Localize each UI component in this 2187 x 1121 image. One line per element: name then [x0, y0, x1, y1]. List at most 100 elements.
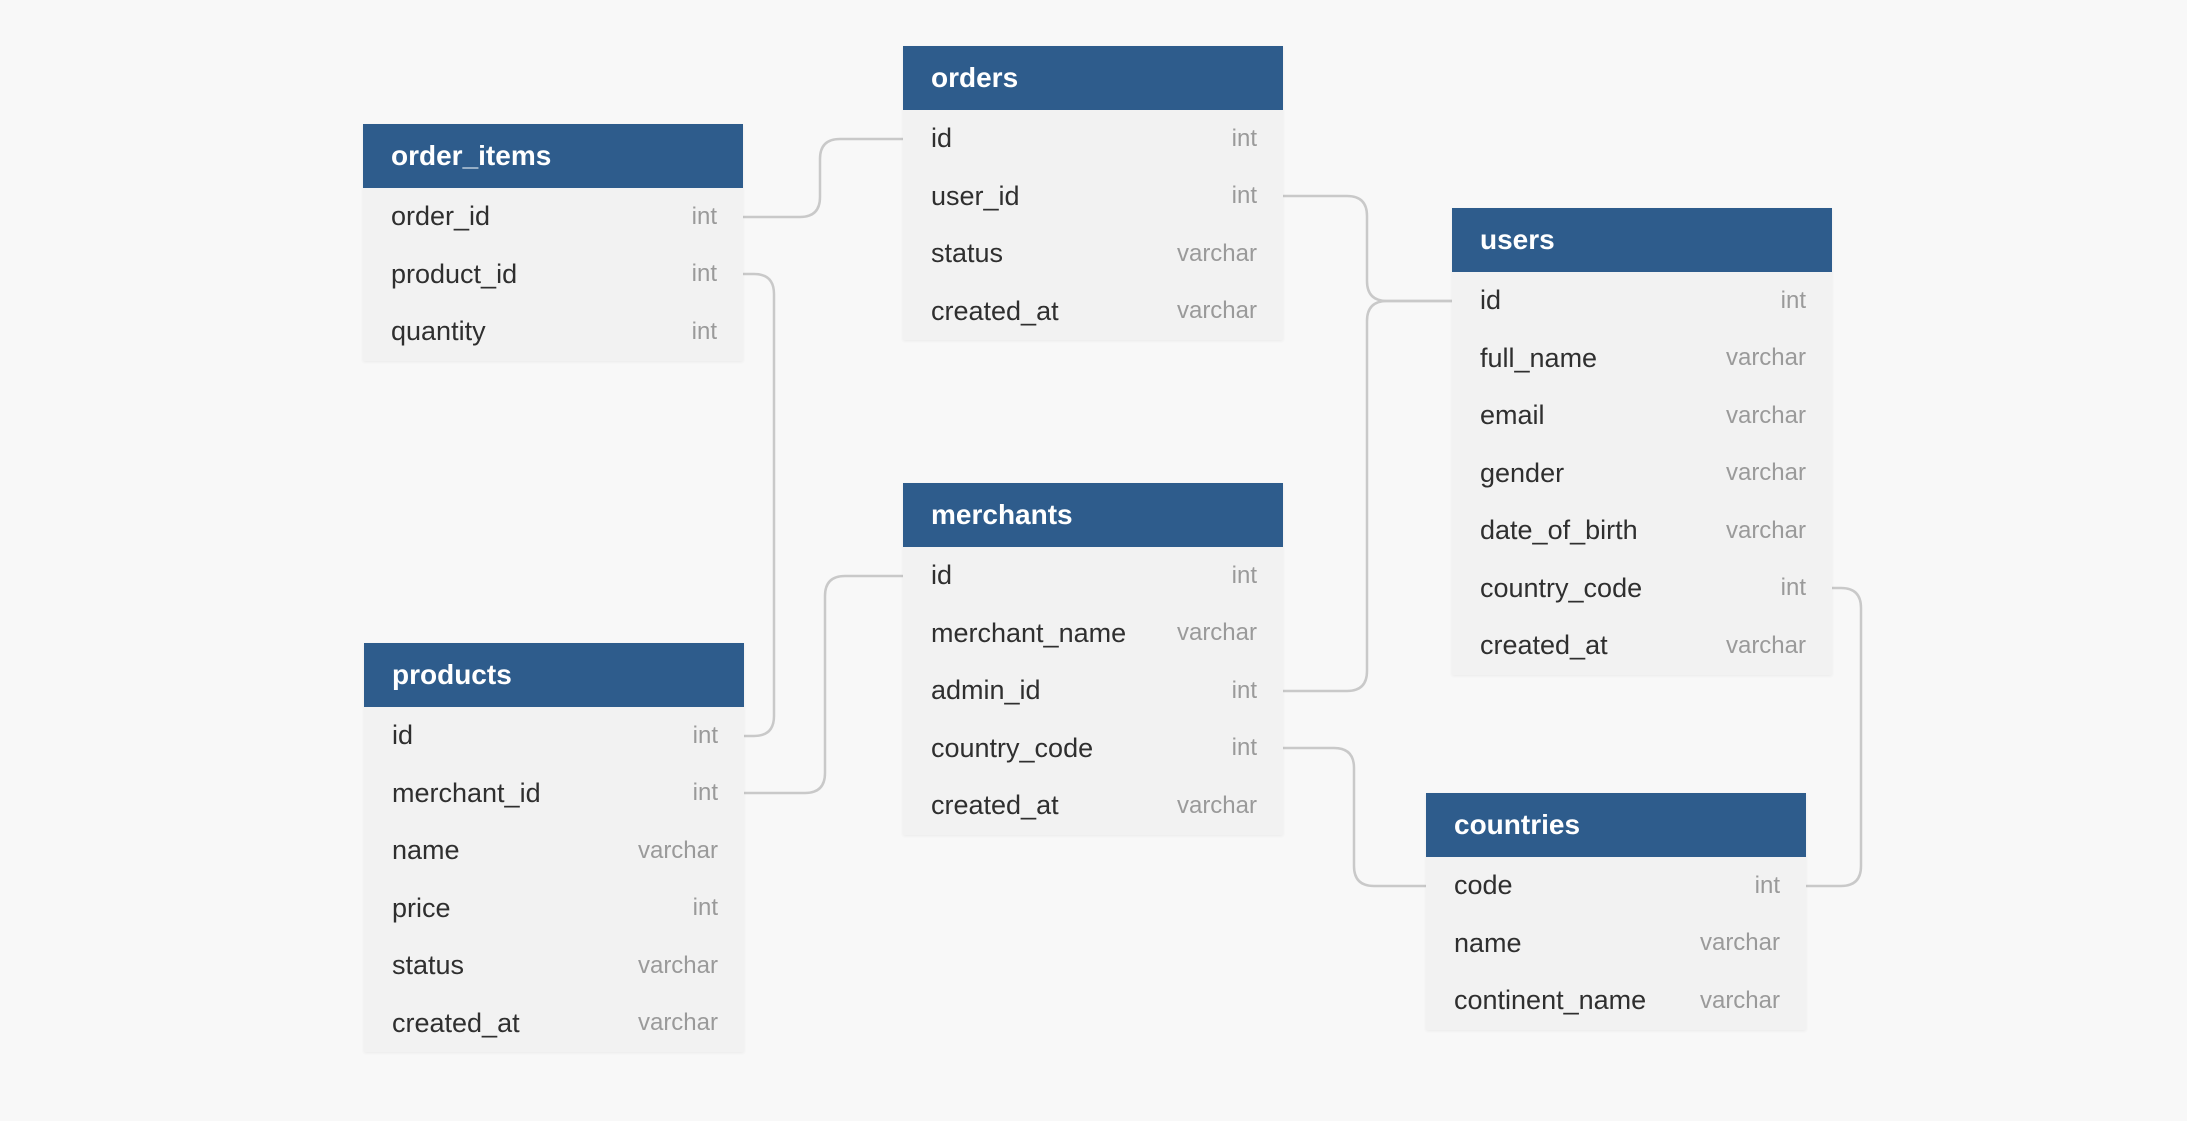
connector-order_items-orders[interactable] [743, 137, 903, 219]
field-name: merchant_name [931, 617, 1127, 648]
field-name: id [931, 560, 953, 591]
field-type: varchar [1725, 401, 1806, 429]
field-type: int [691, 202, 717, 230]
field-name: id [931, 123, 953, 154]
field-type: varchar [637, 951, 718, 979]
field-name: gender [1480, 457, 1565, 488]
field-name: merchant_id [392, 777, 541, 808]
field-type: int [1231, 124, 1257, 152]
table-title: countries [1454, 809, 1581, 840]
field-type: int [691, 317, 717, 345]
table-row: full_name varchar [1452, 329, 1832, 387]
connector-merchants-countries[interactable] [1283, 746, 1426, 888]
field-name: continent_name [1454, 985, 1647, 1016]
table-row: country_code int [1452, 559, 1832, 617]
field-type: varchar [1176, 791, 1257, 819]
field-name: price [392, 892, 451, 923]
table-title: merchants [931, 499, 1073, 530]
connector-users-countries[interactable] [1806, 586, 1863, 888]
connector-merchants-users[interactable] [1283, 299, 1452, 693]
table-users[interactable]: users id int full_name varchar email var… [1452, 208, 1832, 675]
field-name: name [392, 835, 460, 866]
field-type: int [692, 779, 718, 807]
table-row: continent_name varchar [1426, 972, 1806, 1030]
field-type: varchar [1176, 297, 1257, 325]
table-row: id int [1452, 272, 1832, 330]
table-merchants[interactable]: merchants id int merchant_name varchar a… [903, 483, 1283, 835]
table-row: code int [1426, 857, 1806, 915]
field-type: varchar [1699, 986, 1780, 1014]
field-type: varchar [1176, 239, 1257, 267]
table-row: id int [364, 707, 744, 765]
field-type: int [1754, 871, 1780, 899]
field-name: id [392, 720, 414, 751]
field-type: int [1231, 676, 1257, 704]
field-type: int [692, 894, 718, 922]
field-type: int [692, 721, 718, 749]
field-type: int [691, 260, 717, 288]
table-row: user_id int [903, 167, 1283, 225]
table-header[interactable]: users [1452, 208, 1832, 272]
field-type: int [1231, 734, 1257, 762]
connector-products-merchants[interactable] [744, 574, 903, 795]
table-row: admin_id int [903, 662, 1283, 720]
field-type: int [1231, 561, 1257, 589]
field-name: product_id [391, 258, 518, 289]
table-row: created_at varchar [1452, 617, 1832, 675]
field-name: user_id [931, 180, 1020, 211]
field-type: int [1780, 574, 1806, 602]
field-type: int [1780, 286, 1806, 314]
field-type: varchar [1176, 619, 1257, 647]
table-title: users [1480, 224, 1555, 255]
field-type: varchar [1699, 929, 1780, 957]
field-name: created_at [392, 1007, 520, 1038]
table-order_items[interactable]: order_items order_id int product_id int … [363, 124, 743, 361]
table-row: status varchar [903, 225, 1283, 283]
table-header[interactable]: merchants [903, 483, 1283, 547]
table-row: created_at varchar [903, 777, 1283, 835]
field-name: id [1480, 285, 1502, 316]
table-row: country_code int [903, 719, 1283, 777]
table-products[interactable]: products id int merchant_id int name var… [364, 643, 744, 1052]
field-name: created_at [1480, 630, 1608, 661]
table-title: order_items [391, 140, 552, 171]
connector-orders-users[interactable] [1283, 194, 1452, 303]
table-row: price int [364, 879, 744, 937]
table-header[interactable]: order_items [363, 124, 743, 188]
field-name: name [1454, 927, 1522, 958]
table-orders[interactable]: orders id int user_id int status varchar… [903, 46, 1283, 340]
field-name: country_code [931, 732, 1094, 763]
field-name: status [392, 950, 465, 981]
table-row: merchant_id int [364, 764, 744, 822]
table-row: created_at varchar [364, 994, 744, 1052]
table-header[interactable]: products [364, 643, 744, 707]
field-name: admin_id [931, 675, 1041, 706]
table-row: status varchar [364, 937, 744, 995]
table-row: name varchar [364, 822, 744, 880]
table-row: gender varchar [1452, 444, 1832, 502]
field-type: varchar [1725, 344, 1806, 372]
table-header[interactable]: countries [1426, 793, 1806, 857]
field-type: varchar [637, 836, 718, 864]
field-name: created_at [931, 295, 1059, 326]
table-countries[interactable]: countries code int name varchar continen… [1426, 793, 1806, 1030]
field-type: varchar [1725, 459, 1806, 487]
field-name: order_id [391, 201, 491, 232]
table-row: merchant_name varchar [903, 604, 1283, 662]
table-header[interactable]: orders [903, 46, 1283, 110]
connector-order_items-products[interactable] [743, 272, 776, 738]
table-row: email varchar [1452, 387, 1832, 445]
table-row: created_at varchar [903, 282, 1283, 340]
table-row: date_of_birth varchar [1452, 502, 1832, 560]
field-name: full_name [1480, 342, 1598, 373]
field-name: country_code [1480, 572, 1643, 603]
field-type: int [1231, 182, 1257, 210]
table-title: orders [931, 62, 1019, 93]
table-row: id int [903, 547, 1283, 605]
field-name: quantity [391, 316, 486, 347]
field-name: email [1480, 400, 1545, 431]
field-type: varchar [1725, 631, 1806, 659]
table-row: product_id int [363, 245, 743, 303]
field-name: status [931, 238, 1004, 269]
